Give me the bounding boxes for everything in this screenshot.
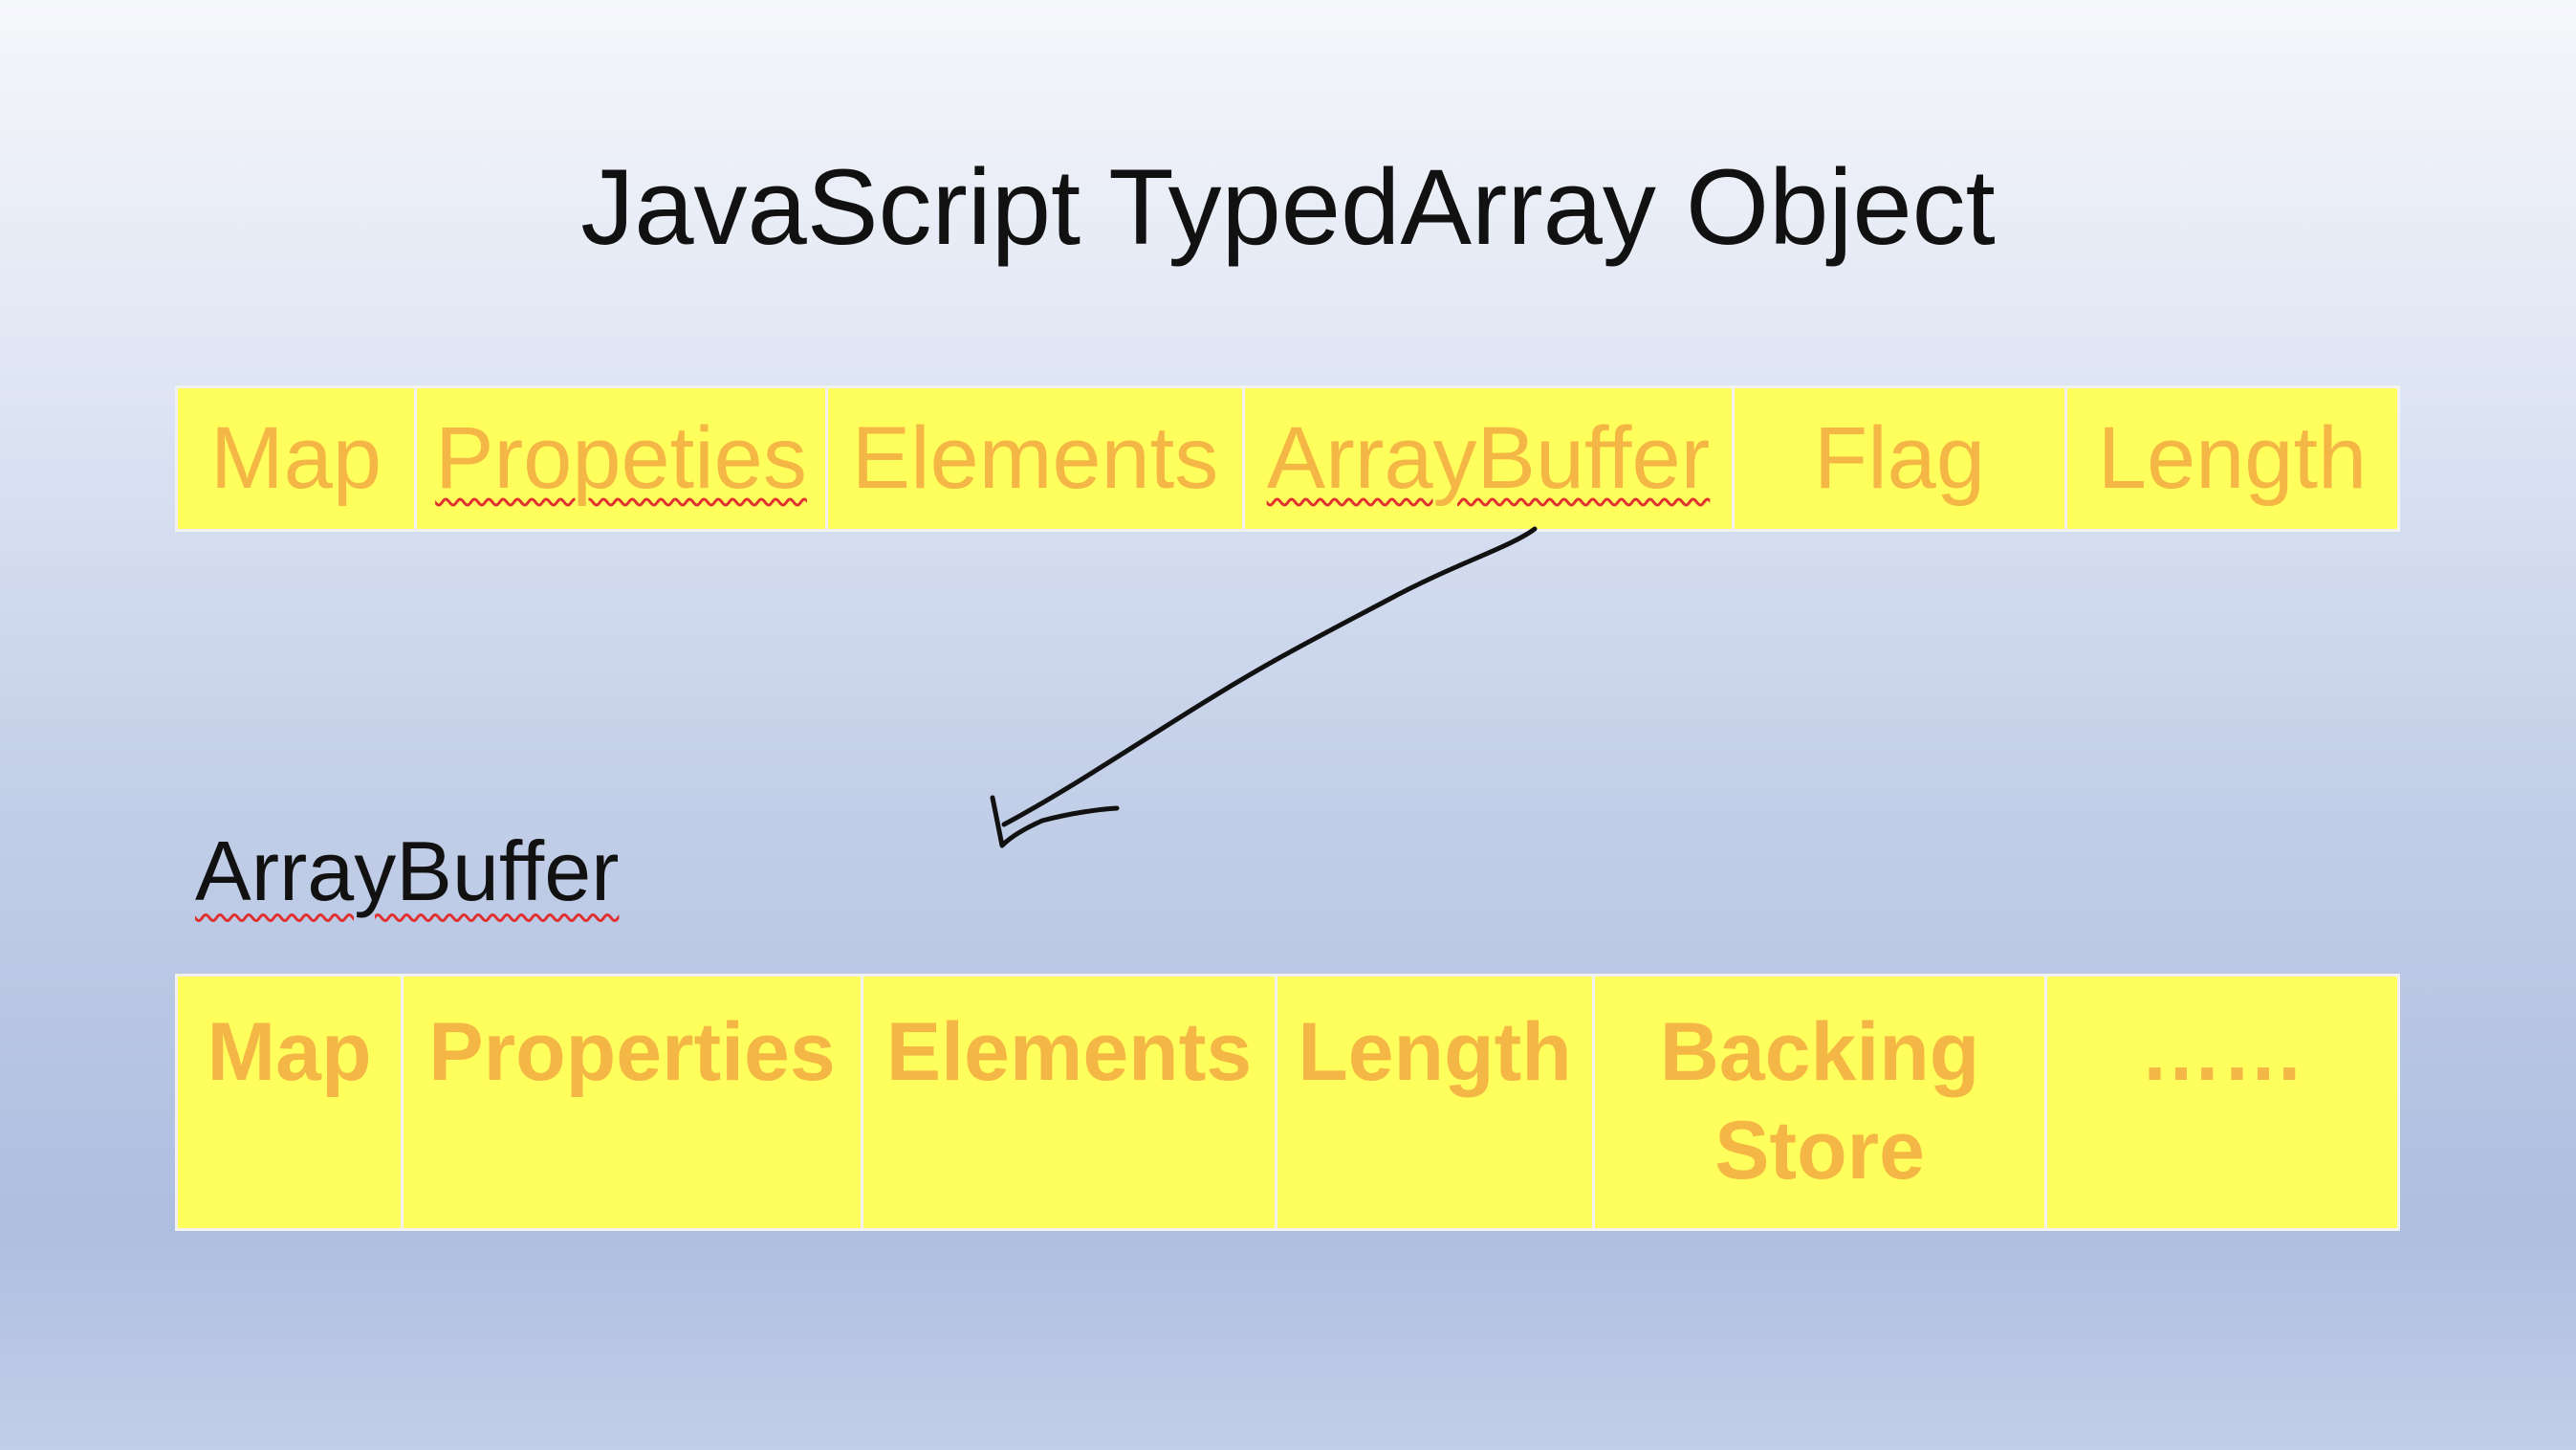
arraybuffer-field-ellipsis: …… — [2140, 1006, 2304, 1098]
typedarray-field-map: Map — [178, 388, 417, 529]
typedarray-field-properties-label: Propeties — [435, 409, 807, 508]
title-text: JavaScript TypedArray Object — [580, 147, 1996, 267]
typedarray-field-properties: Propeties — [417, 388, 828, 529]
typedarray-object-row: Map Propeties Elements ArrayBuffer Flag … — [175, 385, 2400, 532]
typedarray-field-length: Length — [2097, 409, 2368, 508]
arraybuffer-label: ArrayBuffer — [195, 823, 619, 920]
arraybuffer-label-text: ArrayBuffer — [195, 824, 620, 918]
slide-title: JavaScript TypedArray Object — [0, 143, 2576, 272]
arraybuffer-field-properties: Properties — [404, 977, 863, 1228]
arraybuffer-field-elements: Elements — [863, 977, 1277, 1228]
typedarray-field-arraybuffer-label: ArrayBuffer — [1266, 409, 1711, 508]
arraybuffer-field-length: Length — [1277, 977, 1595, 1228]
arraybuffer-field-map: Map — [178, 977, 404, 1228]
typedarray-field-elements: Elements — [828, 388, 1245, 529]
typedarray-field-flag: Flag — [1735, 388, 2067, 529]
arraybuffer-object-row: Map Properties Elements Length Backing S… — [175, 974, 2400, 1231]
arrow-shaft — [1001, 526, 1538, 827]
arrow-head — [990, 795, 1120, 848]
arraybuffer-field-backing-store: Backing Store — [1595, 977, 2047, 1228]
typedarray-field-arraybuffer: ArrayBuffer — [1245, 388, 1735, 529]
